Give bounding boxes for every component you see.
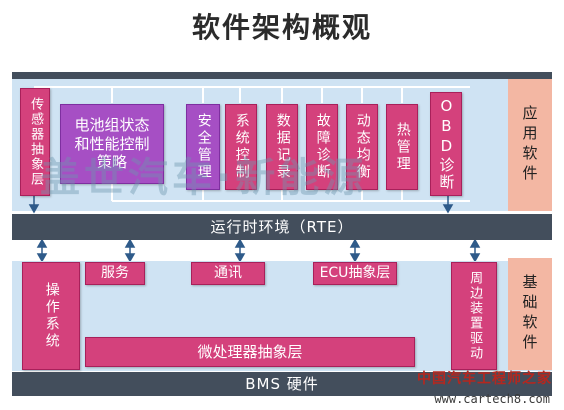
sensor-abstraction-layer-module: 传感器抽象层 <box>20 88 50 196</box>
rte-bar: 运行时环境（RTE） <box>12 214 552 240</box>
operating-system-module: 操作系统 <box>22 262 80 370</box>
basic-software-label: 基础软件 <box>508 258 552 370</box>
bms-hardware-bar: BMS 硬件 <box>12 372 552 396</box>
communication-module: 通讯 <box>191 262 265 285</box>
ecu-abstraction-layer-module: ECU抽象层 <box>313 262 397 285</box>
peripheral-driver-module: 周边装置驱动 <box>451 262 497 370</box>
safety-management-module: 安全管理 <box>186 104 220 190</box>
site-logo-text: 中国汽车工程师之家 <box>417 371 552 387</box>
dynamic-balancing-module: 动态均衡 <box>346 104 378 190</box>
microcontroller-abstraction-layer-module: 微处理器抽象层 <box>85 337 415 367</box>
page-title: 软件架构概观 <box>191 11 372 44</box>
battery-state-strategy-module: 电池组状态和性能控制策略 <box>60 104 164 184</box>
service-module: 服务 <box>85 262 145 285</box>
system-control-module: 系统控制 <box>225 104 257 190</box>
data-logging-module: 数据记录 <box>266 104 298 190</box>
watermark: 盖世汽车·新能源 <box>40 155 368 201</box>
application-layer-label: 应用软件 <box>508 79 552 211</box>
obd-diagnosis-module: OBD诊断 <box>430 92 462 196</box>
fault-diagnosis-module: 故障诊断 <box>306 104 338 190</box>
top-border-bar <box>12 72 552 79</box>
thermal-management-module: 热管理 <box>386 104 418 190</box>
site-url: www.cartech8.com <box>434 392 550 406</box>
